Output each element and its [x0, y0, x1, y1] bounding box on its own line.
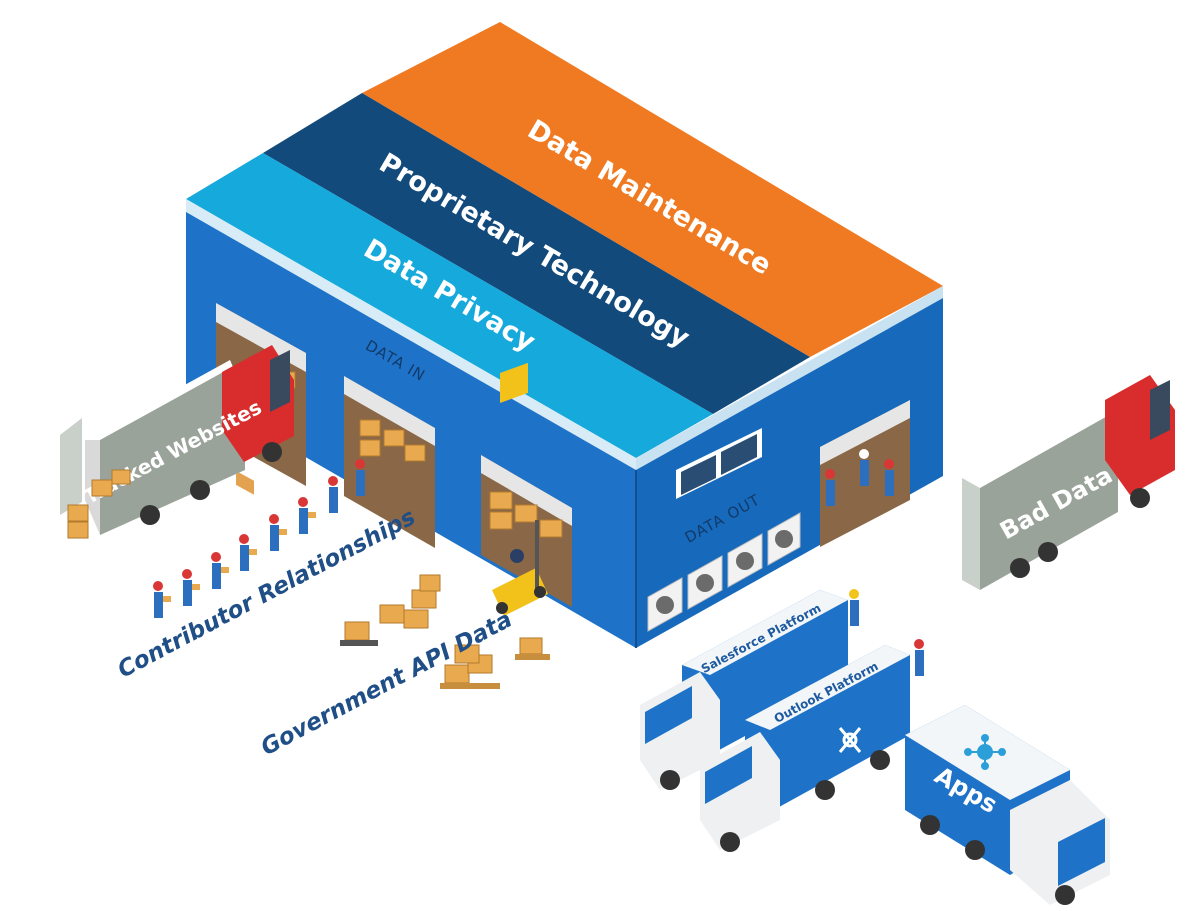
pallets-boxes: [340, 574, 550, 689]
roof-edge-right: [636, 286, 943, 470]
warehouse: Data Maintenance Proprietary Technology …: [186, 22, 943, 648]
truck-apps: Apps: [905, 705, 1110, 905]
hub-icon: [838, 727, 862, 753]
ac-units: [647, 512, 801, 632]
output-workers: [825, 449, 924, 676]
roof-edge-left: [186, 199, 636, 470]
door-middle: [344, 376, 435, 548]
wall-side: [636, 298, 943, 648]
forklift: [492, 362, 548, 616]
workers-line: [153, 459, 365, 618]
truck-outlook: Outlook Platform: [700, 645, 910, 852]
roof-band-data-maintenance: [362, 22, 943, 357]
truck-salesforce: Salesforce Platform: [640, 590, 848, 790]
truck-bad-data: Bad Data: [962, 375, 1175, 590]
network-icon: [964, 734, 1006, 770]
roof-band-data-privacy: [186, 153, 713, 458]
truck-tracked-websites: Tracked Websites: [60, 345, 294, 539]
roof-band-proprietary-technology: [263, 93, 810, 414]
